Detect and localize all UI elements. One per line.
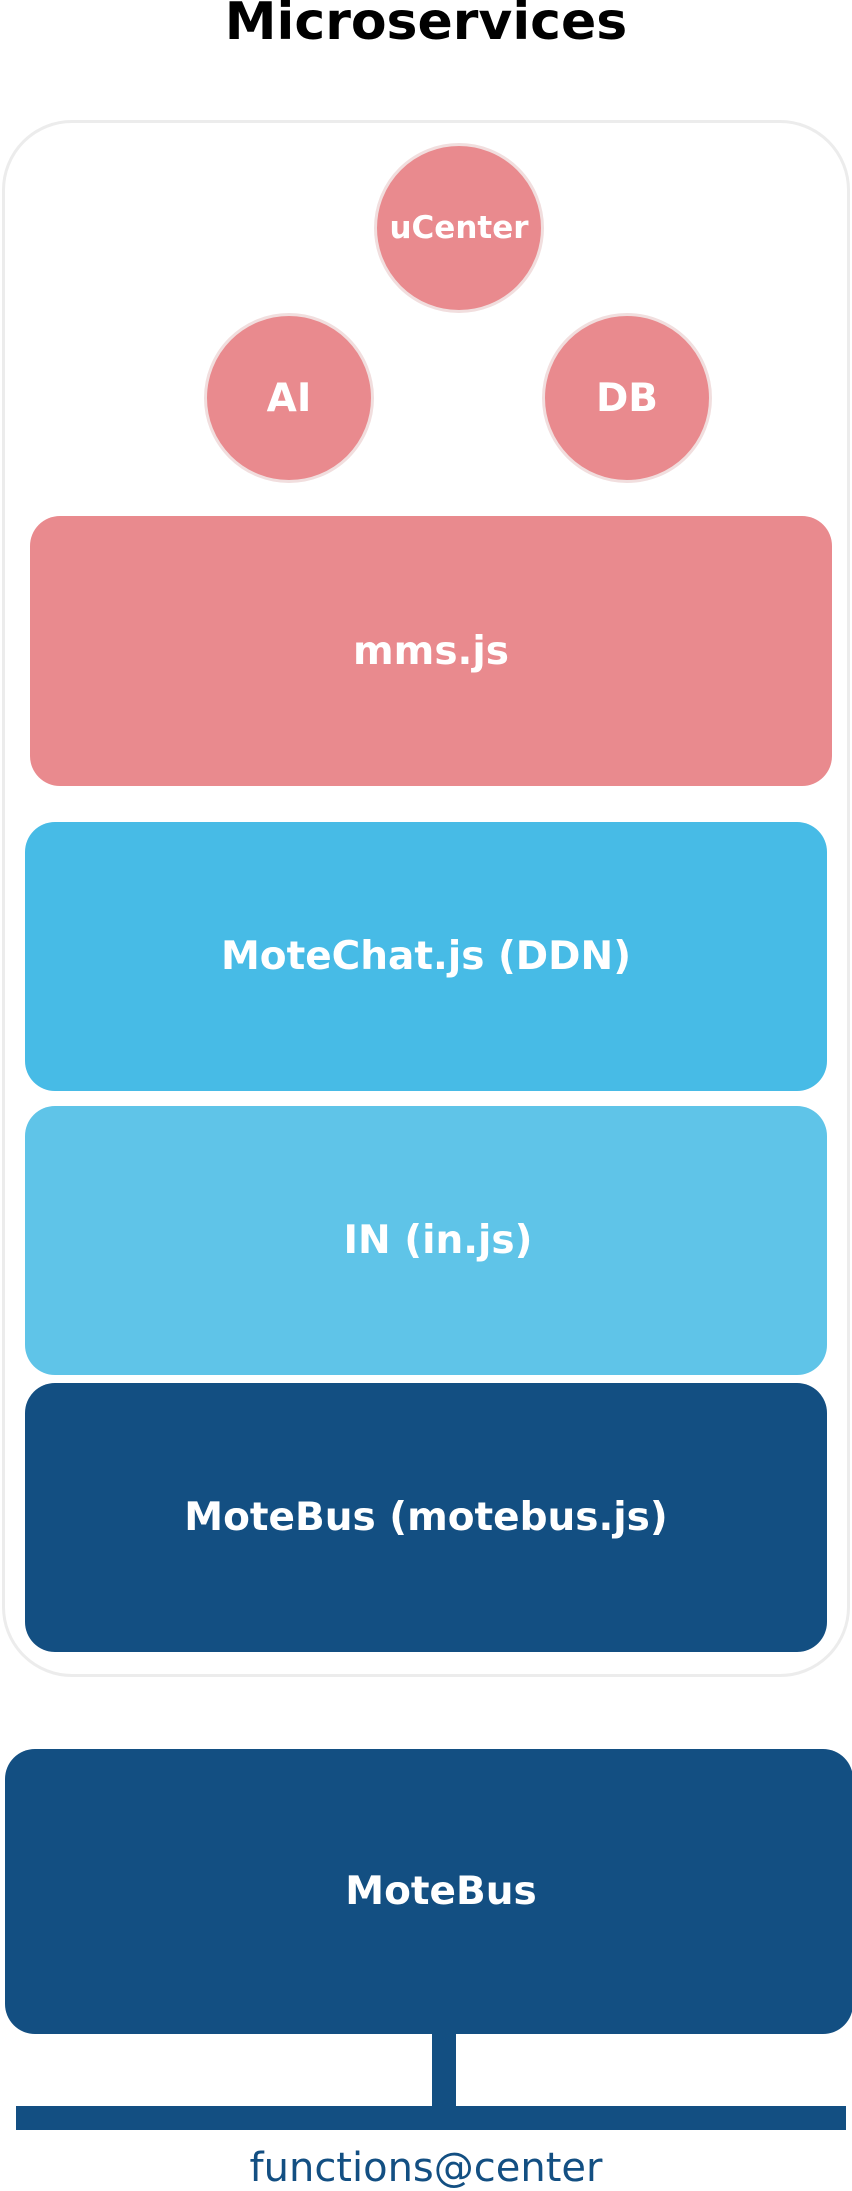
center-bus-line bbox=[16, 2106, 846, 2130]
mms-layer: mms.js bbox=[30, 516, 832, 786]
motechat-label: MoteChat.js (DDN) bbox=[220, 934, 632, 979]
motebus-connector bbox=[432, 2032, 456, 2108]
ai-label: AI bbox=[266, 375, 312, 421]
ucenter-node: uCenter bbox=[374, 143, 544, 313]
motebus-block: MoteBus bbox=[5, 1749, 852, 2034]
in-layer: IN (in.js) bbox=[25, 1106, 827, 1375]
mms-label: mms.js bbox=[353, 628, 509, 674]
motebus-label: MoteBus bbox=[345, 1869, 537, 1914]
ai-node: AI bbox=[204, 313, 374, 483]
footer-label: functions@center bbox=[249, 2145, 603, 2191]
page-title: Microservices bbox=[224, 0, 628, 52]
db-node: DB bbox=[542, 313, 712, 483]
motebus-js-label: MoteBus (motebus.js) bbox=[184, 1495, 668, 1540]
in-label: IN (in.js) bbox=[343, 1218, 533, 1263]
motebus-js-layer: MoteBus (motebus.js) bbox=[25, 1383, 827, 1652]
ucenter-label: uCenter bbox=[389, 210, 529, 246]
db-label: DB bbox=[595, 375, 659, 421]
motechat-layer: MoteChat.js (DDN) bbox=[25, 822, 827, 1091]
